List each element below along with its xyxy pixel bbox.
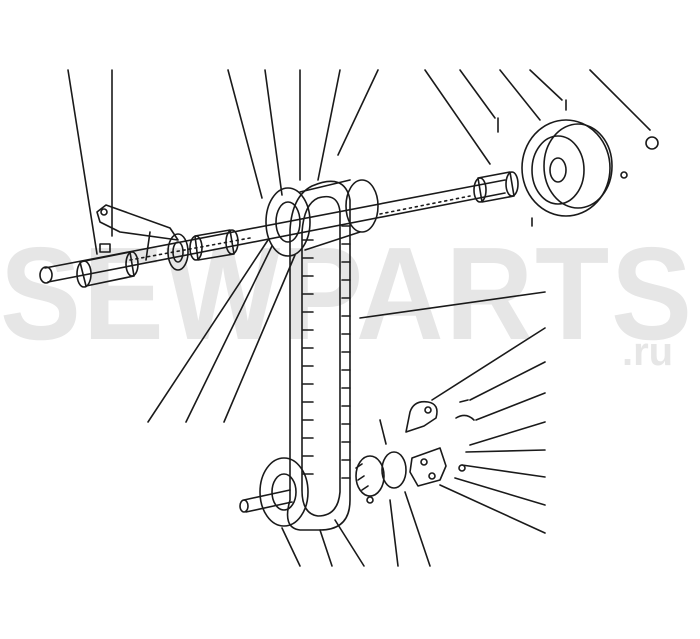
leader-lines-right <box>360 292 545 533</box>
lower-gear <box>356 420 406 503</box>
bushing-left <box>77 244 138 287</box>
handwheel-pulley <box>474 100 658 226</box>
upper-shaft <box>40 180 505 283</box>
lower-shaft <box>240 490 292 512</box>
link-plate <box>410 448 465 486</box>
watermark-domain-text: .ru <box>622 330 674 374</box>
crank-lever <box>406 400 474 432</box>
lower-belt-sprocket <box>260 458 308 526</box>
shaft-bracket <box>97 205 178 260</box>
bushing-middle <box>168 230 238 270</box>
timing-belt <box>288 181 350 530</box>
watermark-brand-text: SEWPARTS <box>0 220 694 367</box>
upper-belt-sprocket <box>266 180 378 256</box>
leader-lines-bottom <box>148 240 430 566</box>
leader-lines-top <box>68 70 650 254</box>
